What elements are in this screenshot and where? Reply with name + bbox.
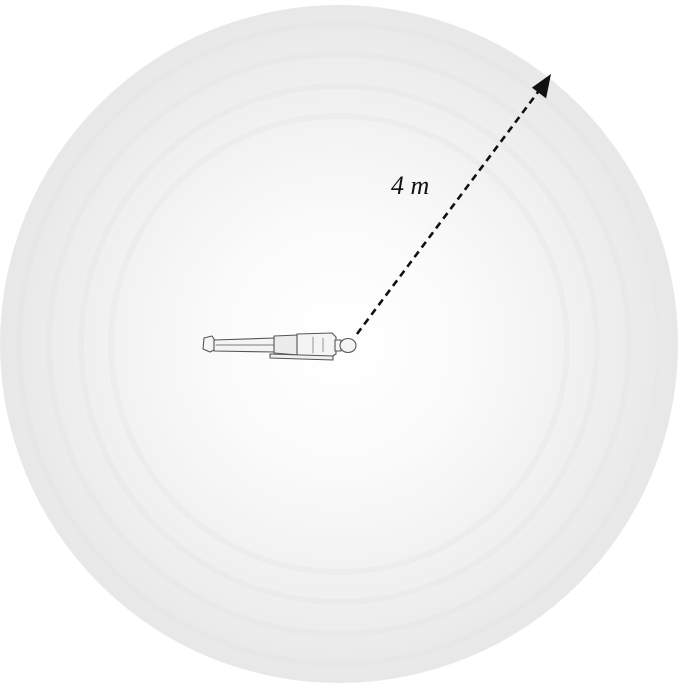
radius-label: 4 m: [391, 171, 429, 200]
